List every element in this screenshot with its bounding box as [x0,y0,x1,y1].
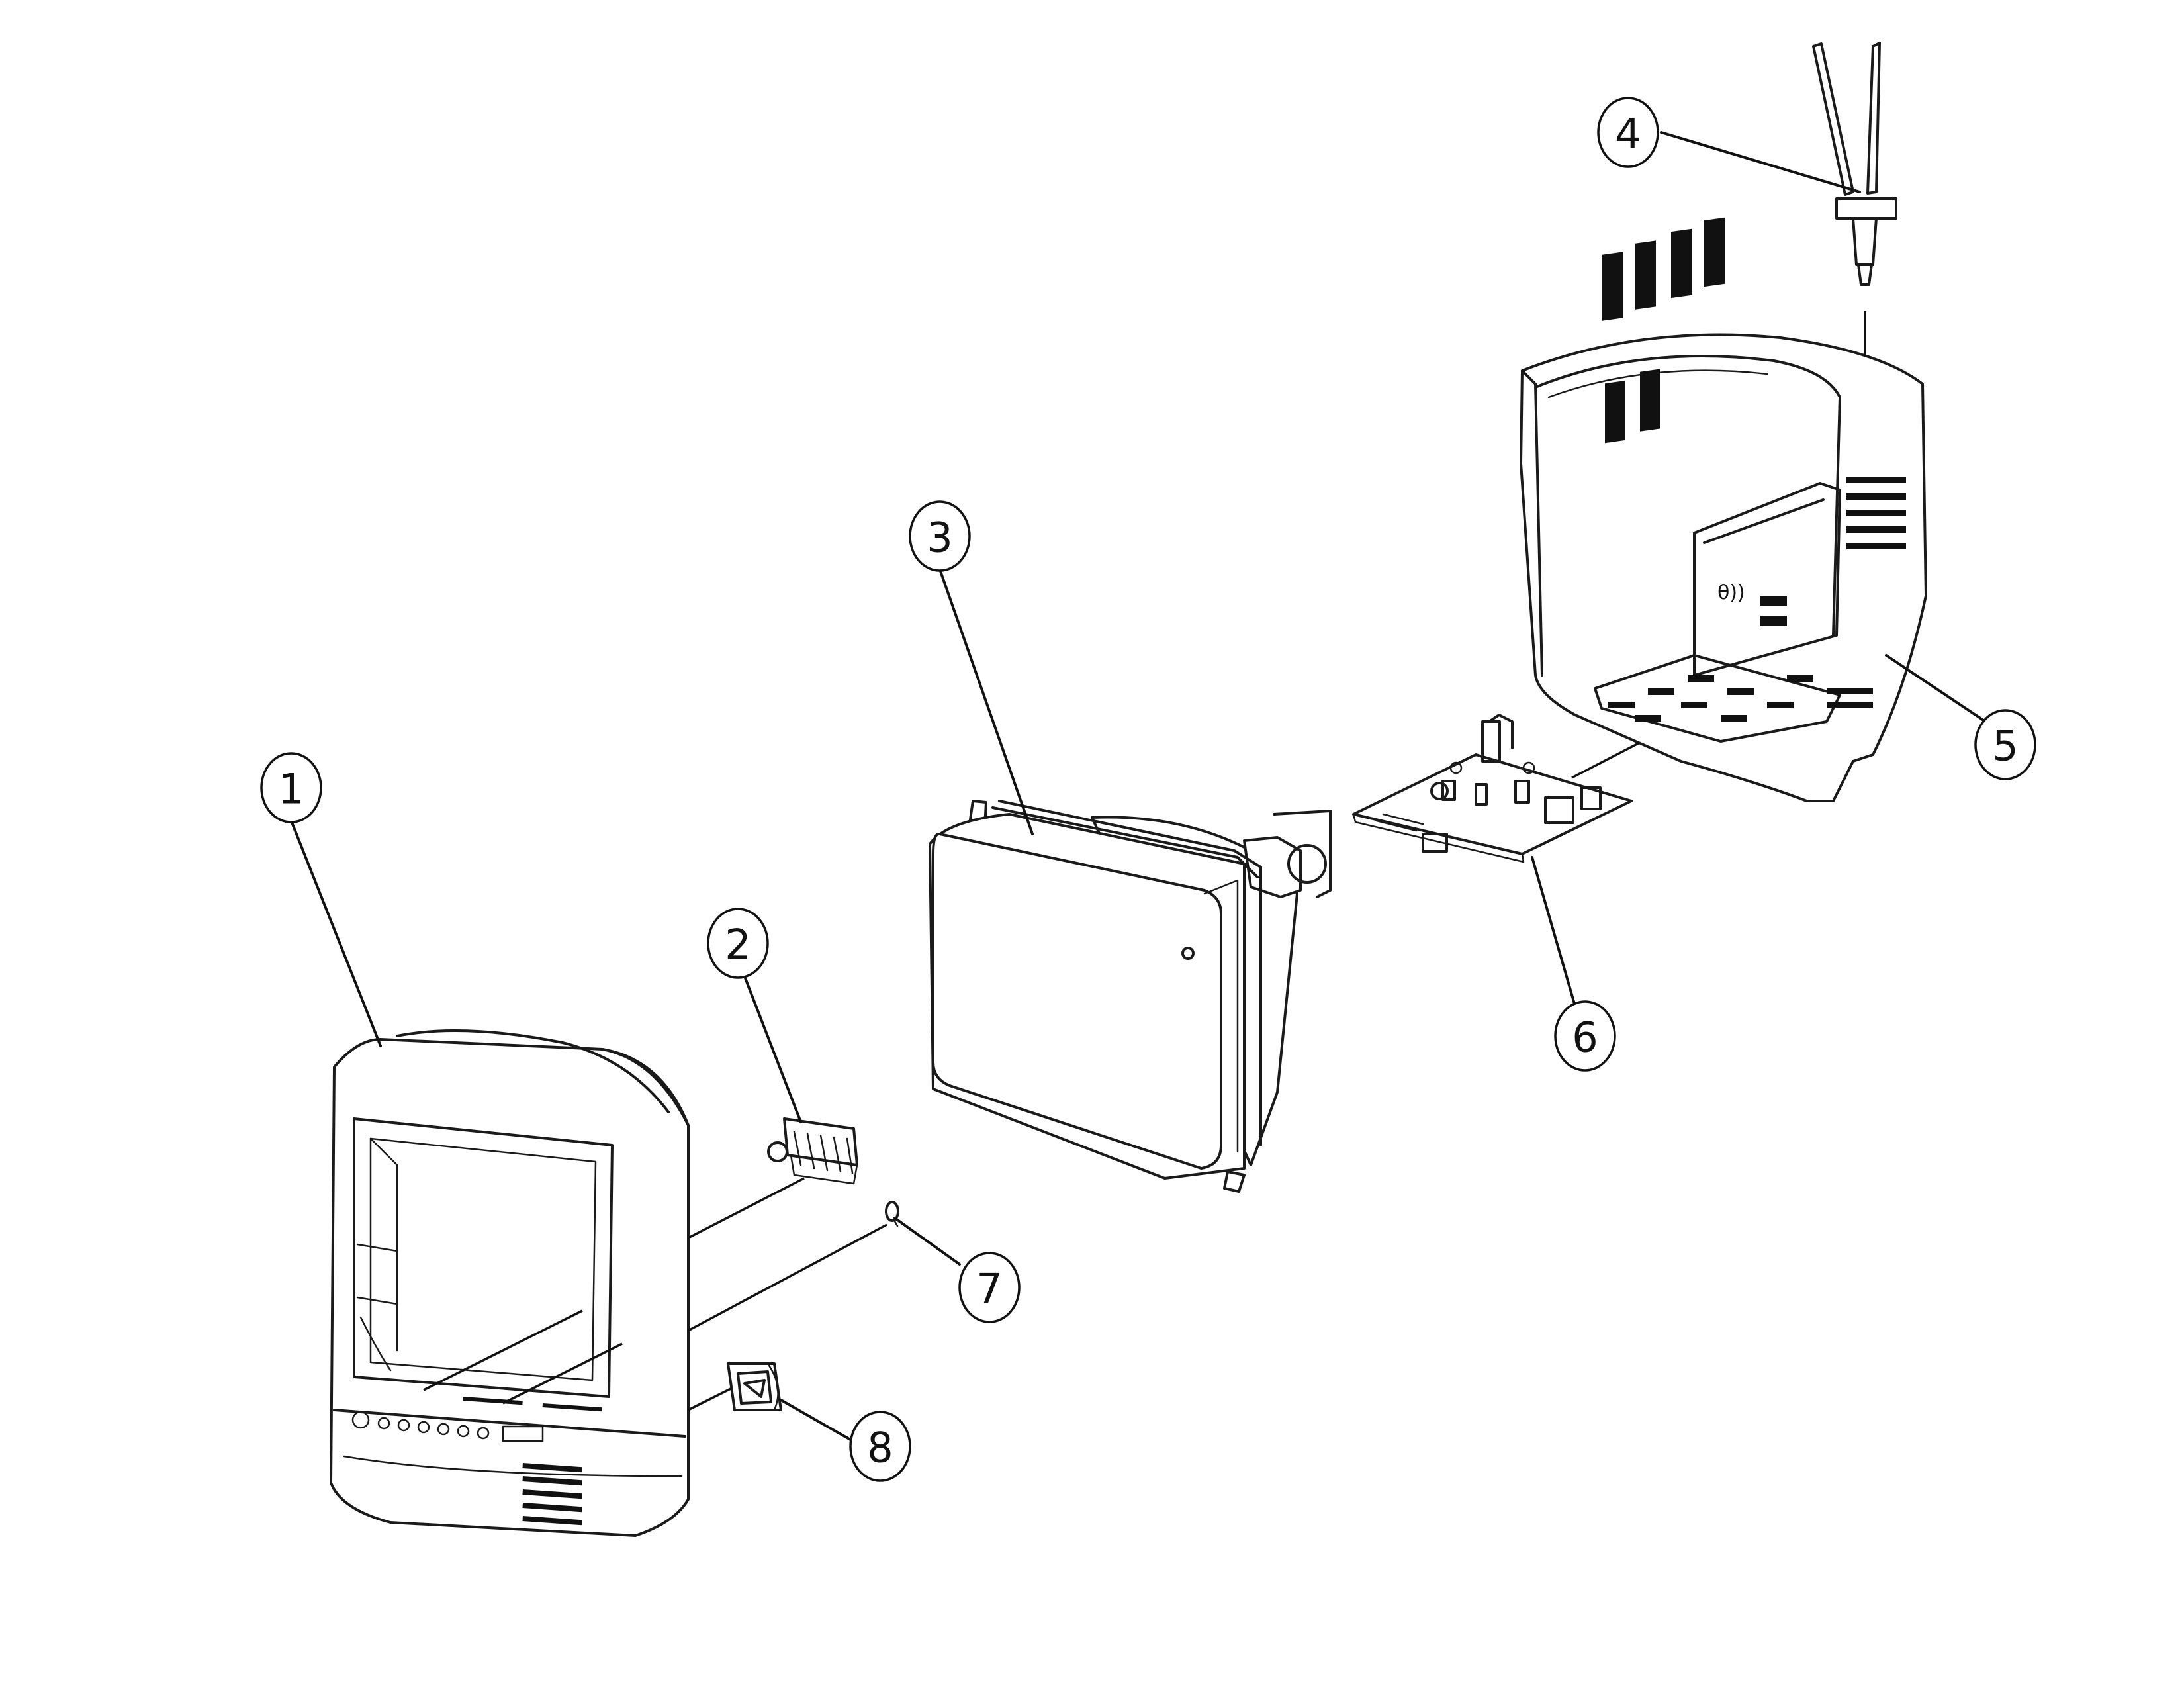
callout-2: 2 [707,908,769,979]
callout-5-label: 5 [1992,722,2018,771]
leader-2 [743,975,802,1123]
callout-4: 4 [1597,97,1659,168]
picture-tube [929,800,1332,1193]
main-circuit-board [1352,714,1633,863]
telescopic-antenna [1812,42,1897,286]
callout-5: 5 [1974,709,2036,780]
callout-6: 6 [1554,1000,1616,1072]
callout-3: 3 [909,500,971,572]
callout-2-label: 2 [725,921,751,969]
callout-1-label: 1 [278,765,304,814]
board-marking: θ)) [1717,581,1745,604]
callout-4-label: 4 [1615,110,1641,158]
callout-3-label: 3 [927,514,952,562]
leader-8 [780,1399,852,1441]
back-cabinet: θ)) [1520,217,1927,802]
callout-6-label: 6 [1572,1013,1598,1062]
front-speaker-grille [463,1396,602,1526]
leader-1 [290,819,382,1047]
leader-5 [1885,654,1987,723]
control-button-assembly [767,1117,858,1185]
front-cabinet [330,1029,690,1537]
back-cabinet-vents [1602,217,1906,722]
callout-7-label: 7 [976,1265,1002,1313]
callout-7: 7 [958,1252,1021,1323]
callout-8: 8 [849,1411,911,1482]
leader-7 [893,1217,961,1266]
leader-6 [1531,856,1576,1007]
speaker [727,1362,782,1411]
callout-8-label: 8 [867,1424,893,1472]
leader-4 [1660,131,1861,193]
led-lens [885,1201,899,1227]
callout-1: 1 [260,752,322,823]
leader-3 [938,568,1034,835]
